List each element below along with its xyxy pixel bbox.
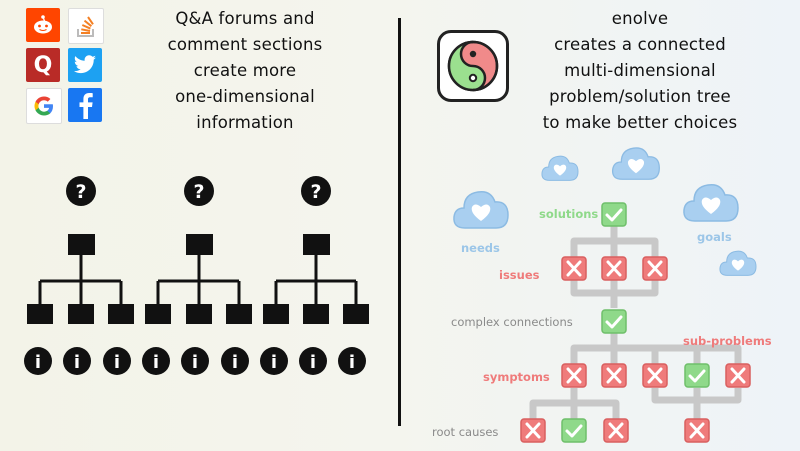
cross-node-root-cause	[520, 418, 546, 443]
info-glyph: i	[310, 352, 316, 373]
info-glyph: i	[74, 352, 80, 373]
info-glyph: i	[153, 352, 159, 373]
info-glyph: i	[271, 352, 277, 373]
info-icon	[103, 347, 131, 375]
cross-node-issue	[642, 256, 668, 281]
heading-line: create more	[193, 61, 297, 80]
question-glyph: ?	[310, 181, 321, 203]
info-icon	[63, 347, 91, 375]
label-needs: needs	[461, 241, 500, 255]
google-icon	[26, 88, 62, 124]
heading-line: problem/solution tree	[549, 87, 731, 106]
heading-line: information	[196, 113, 294, 132]
check-node-root-cause	[561, 418, 587, 443]
cross-node-issue	[561, 256, 587, 281]
info-icon	[299, 347, 327, 375]
section-divider	[398, 18, 401, 426]
label-root-causes: root causes	[432, 425, 499, 439]
check-node-solution	[601, 202, 627, 227]
heading-line: one-dimensional	[175, 87, 315, 106]
info-icon	[338, 347, 366, 375]
child-node	[68, 304, 94, 324]
simple-tree-2: ? i i i	[142, 176, 252, 375]
info-glyph: i	[35, 352, 41, 373]
info-glyph: i	[232, 352, 238, 373]
parent-node	[303, 234, 330, 255]
cloud-heart-icon	[611, 147, 660, 180]
twitter-icon	[68, 48, 102, 82]
stackoverflow-icon	[68, 8, 104, 44]
cloud-heart-icon	[453, 190, 509, 229]
label-sub-problems: sub-problems	[683, 334, 772, 348]
parent-node	[68, 234, 95, 255]
label-symptoms: symptoms	[483, 370, 550, 384]
left-heading: Q&A forums and comment sections create m…	[140, 6, 350, 136]
info-glyph: i	[349, 352, 355, 373]
info-icon	[142, 347, 170, 375]
cloud-heart-icon	[541, 155, 579, 181]
cloud-heart-icon	[719, 250, 757, 276]
simple-tree-3: ? i i i	[260, 176, 369, 375]
left-trees-diagram: ? i i i ? i i i ?	[24, 176, 369, 375]
child-node	[343, 304, 369, 324]
reddit-icon	[26, 8, 60, 42]
info-icon	[181, 347, 209, 375]
child-node	[226, 304, 252, 324]
cross-node-symptom	[601, 363, 627, 388]
question-icon	[184, 176, 214, 206]
question-icon	[301, 176, 331, 206]
label-issues: issues	[499, 268, 540, 282]
child-node	[108, 304, 134, 324]
child-node	[27, 304, 53, 324]
info-glyph: i	[192, 352, 198, 373]
heading-line: to make better choices	[542, 113, 738, 132]
simple-tree-1: ? i i i	[24, 176, 134, 375]
cross-node-symptom	[561, 363, 587, 388]
child-node	[303, 304, 329, 324]
right-heading: enolve creates a connected multi-dimensi…	[500, 6, 780, 136]
check-node-connection	[601, 309, 627, 334]
heading-line: enolve	[611, 9, 669, 28]
info-glyph: i	[114, 352, 120, 373]
child-node	[263, 304, 289, 324]
label-goals: goals	[697, 230, 732, 244]
question-icon	[66, 176, 96, 206]
question-glyph: ?	[193, 181, 204, 203]
yin-yang-icon	[447, 40, 499, 92]
heading-line: multi-dimensional	[564, 61, 716, 80]
label-complex-connections: complex connections	[451, 315, 573, 329]
cloud-heart-icon	[683, 183, 739, 222]
info-icon	[260, 347, 288, 375]
question-glyph: ?	[75, 181, 86, 203]
child-node	[145, 304, 171, 324]
facebook-icon	[68, 88, 102, 122]
heading-line: comment sections	[167, 35, 323, 54]
cross-node-symptom	[642, 363, 668, 388]
cross-node-root-cause	[684, 418, 710, 443]
label-solutions: solutions	[539, 207, 599, 221]
connector-pipes	[529, 226, 742, 419]
cross-node-issue	[601, 256, 627, 281]
info-icon	[221, 347, 249, 375]
cross-node-root-cause	[603, 418, 629, 443]
check-node-subproblem	[684, 363, 710, 388]
child-node	[186, 304, 212, 324]
heading-line: Q&A forums and	[175, 9, 315, 28]
cross-node-subproblem	[725, 363, 751, 388]
heading-line: creates a connected	[554, 35, 726, 54]
enolve-logo	[437, 30, 509, 102]
quora-icon: Q	[26, 48, 60, 82]
info-icon	[24, 347, 52, 375]
parent-node	[186, 234, 213, 255]
